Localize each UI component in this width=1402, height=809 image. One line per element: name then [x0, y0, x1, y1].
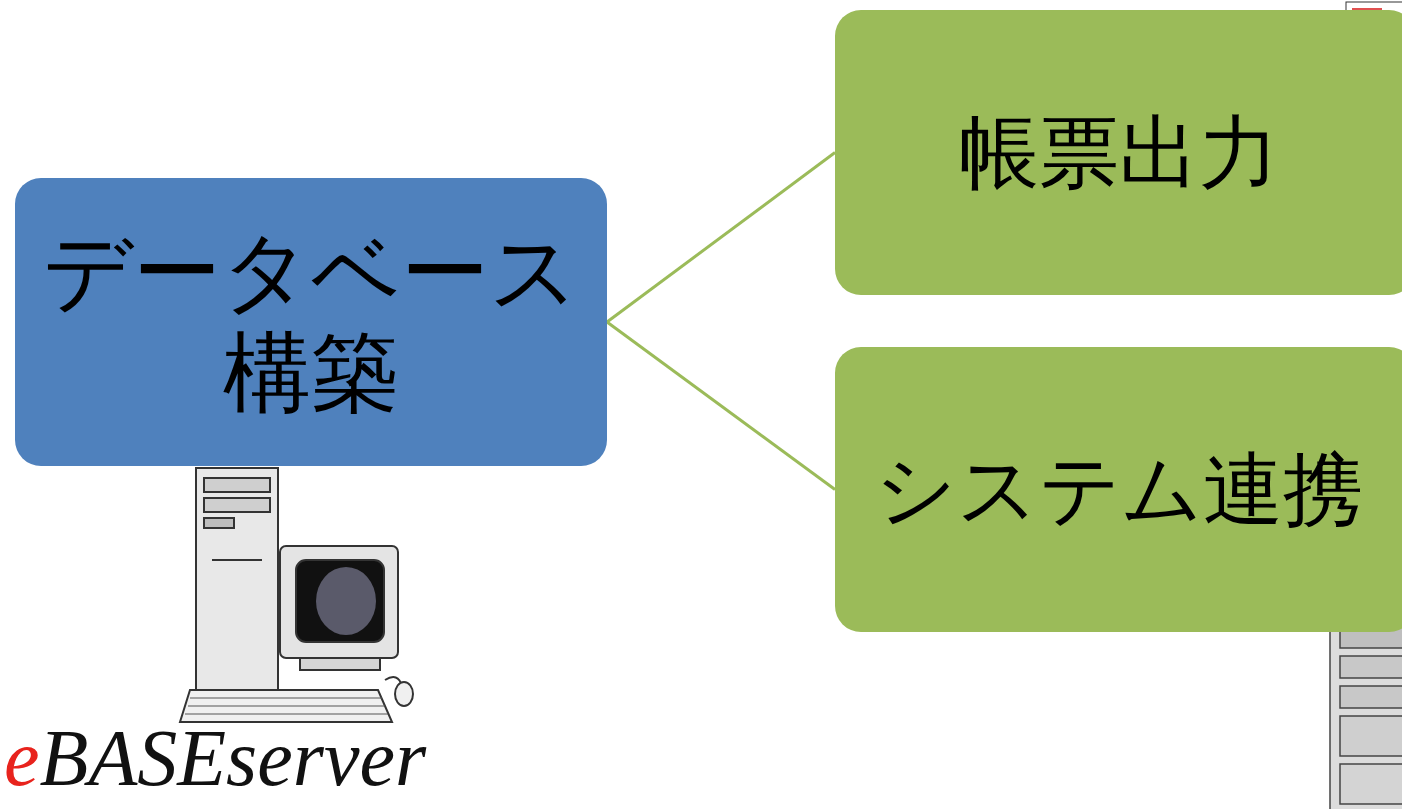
node-label: データベース 構築	[30, 221, 592, 423]
output-box: 帳票出力	[835, 10, 1402, 295]
pc-illustration	[180, 468, 413, 722]
output-box: システム連携	[835, 347, 1402, 632]
server-illustration	[1330, 602, 1402, 809]
node-label: 帳票出力	[959, 107, 1279, 199]
connector-line	[607, 322, 835, 490]
process-box: データベース 構築	[15, 178, 607, 466]
node-label: システム連携	[875, 444, 1363, 536]
connector-line	[607, 153, 835, 323]
product-name: eBASEserver	[4, 718, 426, 798]
